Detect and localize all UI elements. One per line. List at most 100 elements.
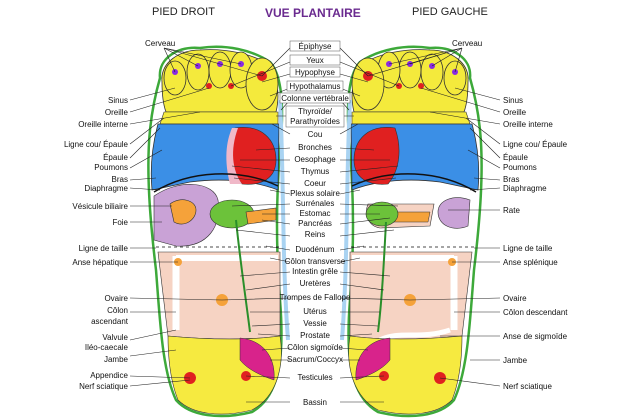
label-diaphragme-left: Diaphragme [84,184,128,193]
label-oreille-right: Oreille [503,108,527,117]
label-colon-sigmoide: Côlon sigmoïde [287,343,343,352]
right-foot-heading: PIED DROIT [152,6,215,18]
label-testicules: Testicules [297,373,332,382]
right-big-toe [245,57,279,111]
label-oreille-interne-right: Oreille interne [503,120,553,129]
label-ureteres: Uretères [300,279,331,288]
left-toe-3 [398,51,422,89]
label-ovaire-left: Ovaire [104,294,128,303]
left-pelvis-zone [355,337,391,381]
label-bassin: Bassin [303,398,327,407]
label-sacrum-coccyx: Sacrum/Coccyx [287,355,343,364]
label-epiphyse: Épiphyse [299,42,332,51]
left-neck-band [351,111,471,125]
center-box [289,66,341,78]
label-oreille-left: Oreille [105,108,129,117]
label-uterus: Utérus [303,307,327,316]
right-heart-zone [226,128,242,184]
right-spine-strip [278,99,290,341]
right-stomach-zone [245,207,277,225]
right-toe-3 [208,51,232,89]
left-ureter [377,221,387,333]
label-poumons-right: Poumons [503,163,537,172]
label-oreille-interne-left: Oreille interne [78,120,128,129]
label-coeur: Coeur [304,179,326,188]
label-plexus-solaire: Plexus solaire [290,189,340,198]
label-intestin-grele: Intestin grêle [292,267,338,276]
label-rate: Rate [503,206,520,215]
connector-lines [129,47,501,403]
right-ureter [235,219,251,333]
label-reins: Reins [305,230,325,239]
label-surrenales: Surrénales [296,199,335,208]
right-neck-band [159,111,279,125]
label-parathyroides: Parathyroïdes [290,117,340,126]
label-diaphragme-right: Diaphragme [503,184,547,193]
label-cou: Cou [308,130,323,139]
label-anse-splenique: Anse splénique [503,258,558,267]
left-foot [340,45,483,418]
center-box [286,80,344,92]
right-diaphragm-arc [153,173,279,193]
label-ascendant: ascendant [91,317,129,326]
center-box [289,40,341,52]
label-vessie: Vessie [303,319,327,328]
center-box [289,54,341,66]
label-anse-hepatique: Anse hépatique [72,258,128,267]
right-toe-4 [186,53,210,91]
right-gallbladder [169,199,197,225]
label-ileo-caecale: Iléo-caecale [85,343,129,352]
label-bras-left: Bras [112,175,128,184]
right-foot [147,45,290,418]
label-colonne-vertebrale: Colonne vertébrale [281,94,349,103]
label-thyroide: Thyroïde/ [298,107,333,116]
center-labels: Épiphyse Yeux Hypophyse Hypothalamus Col… [279,40,351,407]
right-toe-5 [163,60,187,96]
label-ligne-taille-left: Ligne de taille [79,244,129,253]
label-pancreas: Pancréas [298,219,332,228]
label-sinus-left: Sinus [108,96,128,105]
label-anse-sigmoide: Anse de sigmoïde [503,332,568,341]
label-sinus-right: Sinus [503,96,523,105]
label-ligne-cou-left: Ligne cou/ Épaule [64,140,129,149]
left-spleen-zone [437,197,471,229]
page-title: VUE PLANTAIRE [265,6,361,20]
label-thymus: Thymus [301,167,329,176]
right-labels: Cerveau Sinus Oreille Oreille interne Li… [452,39,568,391]
label-oesophage: Oesophage [294,155,336,164]
label-cerveau-right: Cerveau [452,39,482,48]
left-big-toe [351,57,385,111]
label-epaule-left: Épaule [103,153,128,162]
label-epaule-right: Épaule [503,153,528,162]
center-box [279,92,351,104]
label-colon-transverse: Côlon transverse [285,257,346,266]
label-ligne-taille-right: Ligne de taille [503,244,553,253]
label-estomac: Estomac [299,209,330,218]
label-duodenum: Duodénum [295,245,334,254]
label-jambe-right: Jambe [503,356,528,365]
left-spine-strip [340,99,352,341]
label-nerf-sciatique-right: Nerf sciatique [503,382,552,391]
label-bronches: Bronches [298,143,332,152]
left-sigmoid-colon [378,327,451,343]
left-lung-zone [353,127,400,185]
label-prostate: Prostate [300,331,330,340]
left-ear-point [418,83,424,89]
label-hypothalamus: Hypothalamus [289,82,340,91]
label-nerf-sciatique-left: Nerf sciatique [79,382,128,391]
left-toe-5 [443,60,467,96]
label-ovaire-right: Ovaire [503,294,527,303]
label-hypophyse: Hypophyse [295,68,336,77]
label-poumons-left: Poumons [94,163,128,172]
center-box [285,105,345,128]
label-yeux: Yeux [306,56,324,65]
left-diaphragm-arc [351,173,477,193]
label-colon-descendant: Côlon descendant [503,308,568,317]
right-ear-point [206,83,212,89]
label-jambe-left: Jambe [104,355,129,364]
label-vesicule-biliaire: Vésicule biliaire [72,202,128,211]
label-ligne-cou-right: Ligne cou/ Épaule [503,140,568,149]
label-appendice: Appendice [90,371,128,380]
left-labels: Cerveau Sinus Oreille Oreille interne Li… [64,39,175,391]
label-valvule: Valvule [102,333,128,342]
